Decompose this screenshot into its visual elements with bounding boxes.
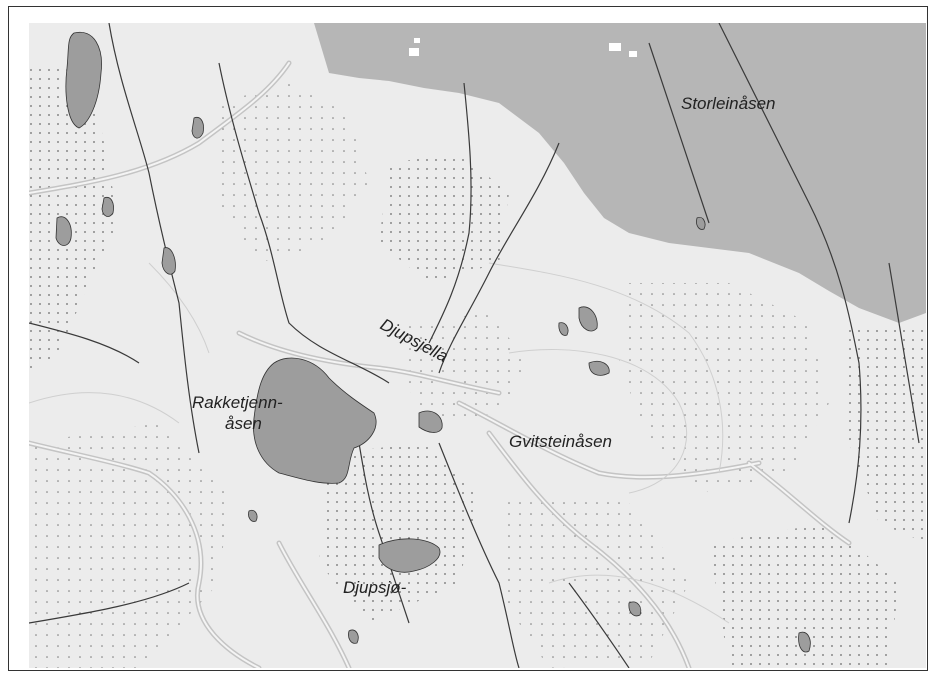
map-frame: Storleinåsen Djupsjella Rakketjenn- åsen… [8, 6, 928, 671]
label-gvitsteinasen: Gvitsteinåsen [509, 432, 612, 451]
highland-specks [409, 38, 637, 57]
marsh-zones [29, 63, 926, 668]
rivers [29, 23, 920, 668]
contours [29, 262, 730, 624]
label-rakketjenn-line2: åsen [225, 414, 262, 433]
lake-rakketjenn [253, 357, 377, 484]
map-canvas[interactable]: Storleinåsen Djupsjella Rakketjenn- åsen… [29, 23, 926, 668]
map-svg: Storleinåsen Djupsjella Rakketjenn- åsen… [29, 23, 926, 668]
label-storleinasen: Storleinåsen [681, 94, 776, 113]
label-rakketjenn-line1: Rakketjenn- [192, 393, 283, 412]
lake-djupsjo [378, 538, 441, 573]
highland-area [314, 23, 926, 323]
lake-northwest [65, 31, 102, 129]
lakes [55, 31, 811, 653]
label-djupsjo: Djupsjø- [343, 578, 407, 597]
